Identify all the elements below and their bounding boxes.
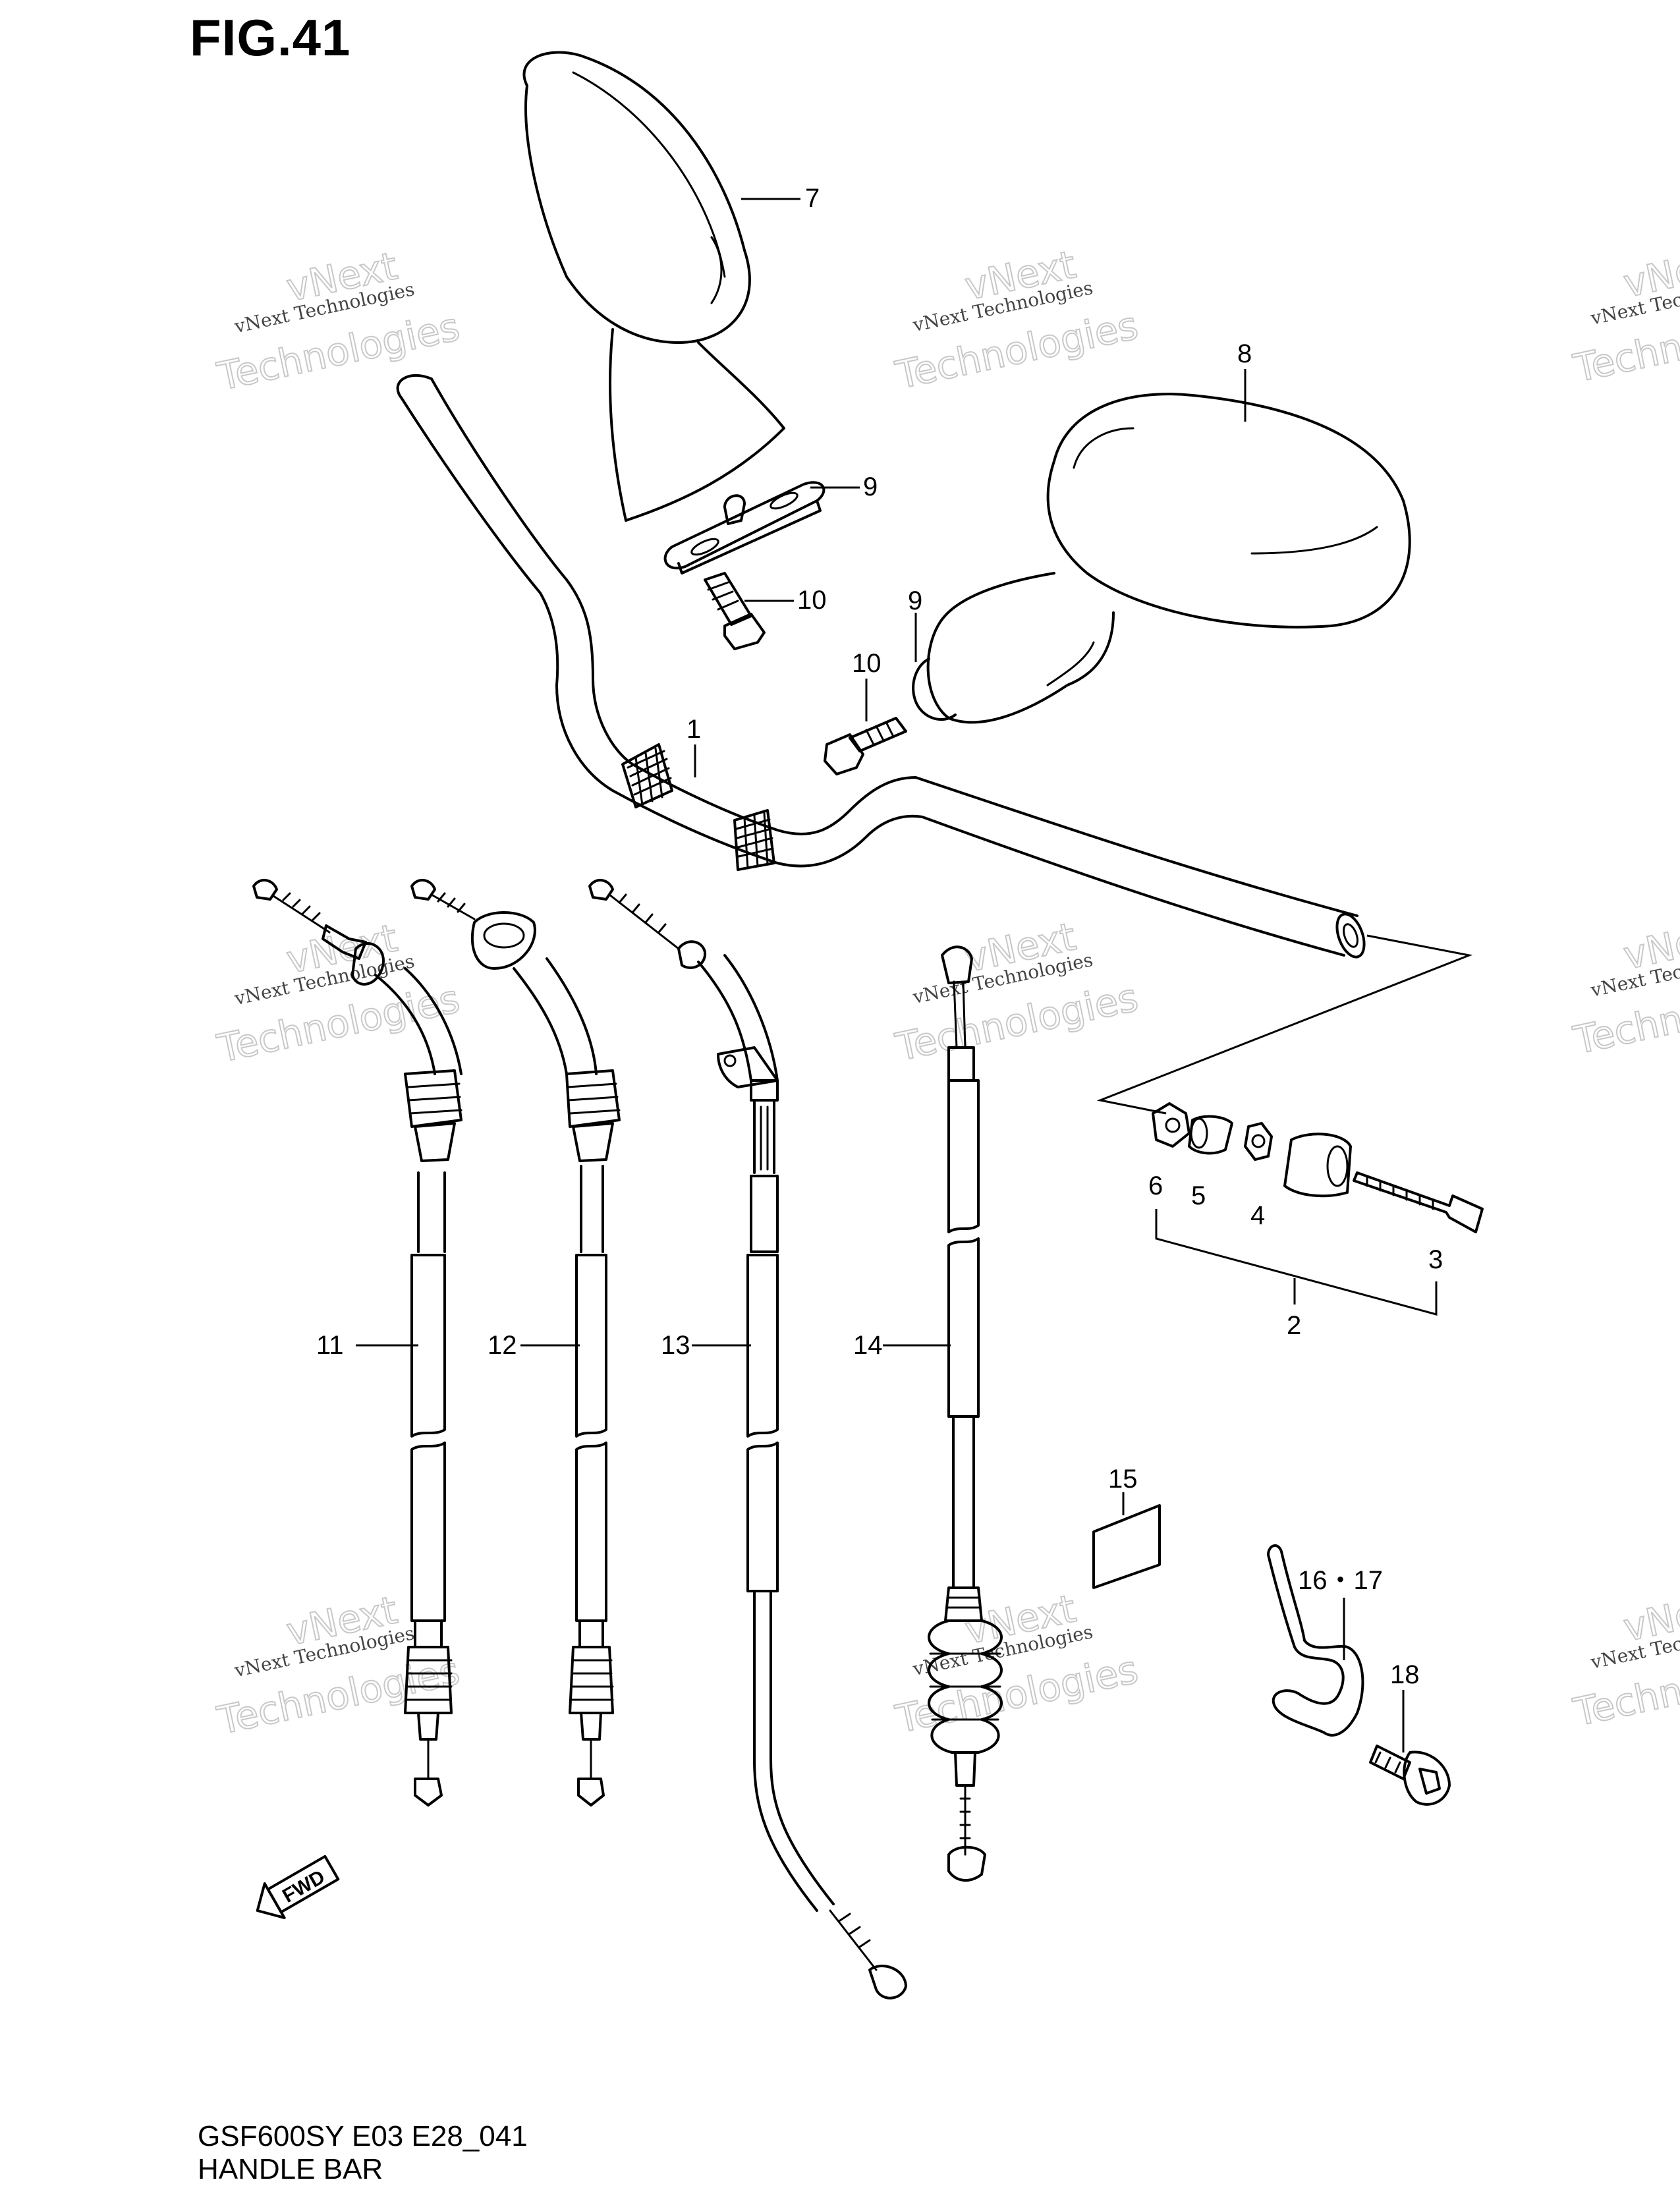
part-handlebar (396, 374, 1366, 959)
part-cable-12 (410, 879, 621, 1807)
part-mirror-right (912, 393, 1411, 724)
watermark-mid-mid: vNext vNext Technologies Technologies (891, 913, 1143, 1071)
section-name: HANDLE BAR (198, 2153, 383, 2185)
watermark-top-mid: vNext vNext Technologies Technologies (891, 241, 1143, 399)
part-mirror-left (522, 51, 785, 522)
knurl-band-lower (733, 809, 775, 871)
part-cable-14 (928, 945, 1003, 1882)
part-cable-clamp (1267, 1544, 1364, 1737)
callout-12: 12 (488, 1331, 517, 1360)
watermark-mid-right: vNext vNext Technologies Technologies (1569, 911, 1680, 1063)
part-cable-13 (588, 879, 907, 2000)
part-cable-11 (252, 879, 462, 1807)
callout-5: 5 (1191, 1181, 1206, 1210)
callout-15: 15 (1108, 1465, 1138, 1494)
callout-16-17: 16・17 (1298, 1566, 1383, 1595)
callout-10-upper: 10 (797, 586, 827, 615)
callout-10-lower: 10 (852, 649, 882, 678)
part-label-sticker (1092, 1504, 1161, 1589)
fwd-direction-badge: FWD (256, 1855, 340, 1919)
leader-lines (356, 198, 1246, 1347)
figure-title: FIG.41 (190, 9, 351, 67)
watermark-low-right: vNext vNext Technologies Technologies (1569, 1583, 1680, 1735)
callout-6: 6 (1148, 1171, 1163, 1200)
part-set-bracket (1155, 1209, 1438, 1316)
callout-8: 8 (1237, 339, 1252, 368)
knurl-band-upper (621, 743, 673, 808)
callout-7: 7 (805, 184, 820, 213)
model-code: GSF600SY E03 E28_041 (198, 2120, 528, 2152)
callout-11: 11 (316, 1331, 344, 1360)
part-bolt-upper (704, 572, 766, 650)
watermark-low-mid: vNext vNext Technologies Technologies (891, 1585, 1143, 1743)
callout-4: 4 (1250, 1201, 1265, 1230)
watermark-top-left: vNext vNext Technologies Technologies (213, 242, 464, 400)
callout-9-mirror: 9 (908, 586, 922, 615)
part-mirror-plate (663, 481, 826, 575)
callout-1: 1 (686, 715, 701, 744)
part-screw-18 (1369, 1745, 1451, 1806)
callout-9-plate: 9 (863, 472, 878, 501)
callout-3: 3 (1428, 1245, 1443, 1274)
bar-end-connector-line (1096, 934, 1473, 1115)
callout-2: 2 (1287, 1311, 1301, 1340)
callout-13: 13 (661, 1331, 690, 1360)
fwd-badge-text: FWD (279, 1866, 329, 1907)
callout-14: 14 (853, 1331, 883, 1360)
callout-labels: 7 8 9 10 9 10 1 6 5 4 3 2 11 12 13 14 15… (316, 184, 1443, 1689)
part-bar-end-assembly (1152, 1102, 1484, 1233)
part-bolt-lower (824, 717, 907, 775)
callout-18: 18 (1390, 1660, 1420, 1689)
watermark-top-right: vNext vNext Technologies Technologies (1569, 238, 1680, 391)
